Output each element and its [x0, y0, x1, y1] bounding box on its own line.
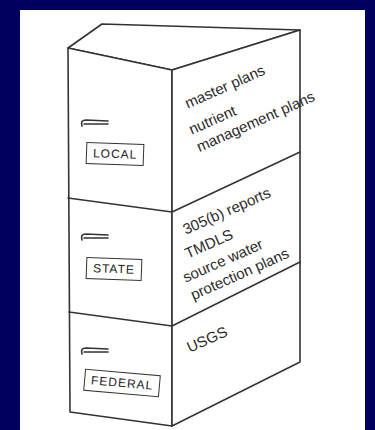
- drawer-label: FEDERAL: [90, 373, 153, 393]
- drawer-label: LOCAL: [93, 146, 138, 162]
- drawer-label-plate: STATE: [86, 257, 143, 281]
- drawer-label-plate: LOCAL: [86, 142, 145, 166]
- drawer-label: STATE: [93, 261, 135, 277]
